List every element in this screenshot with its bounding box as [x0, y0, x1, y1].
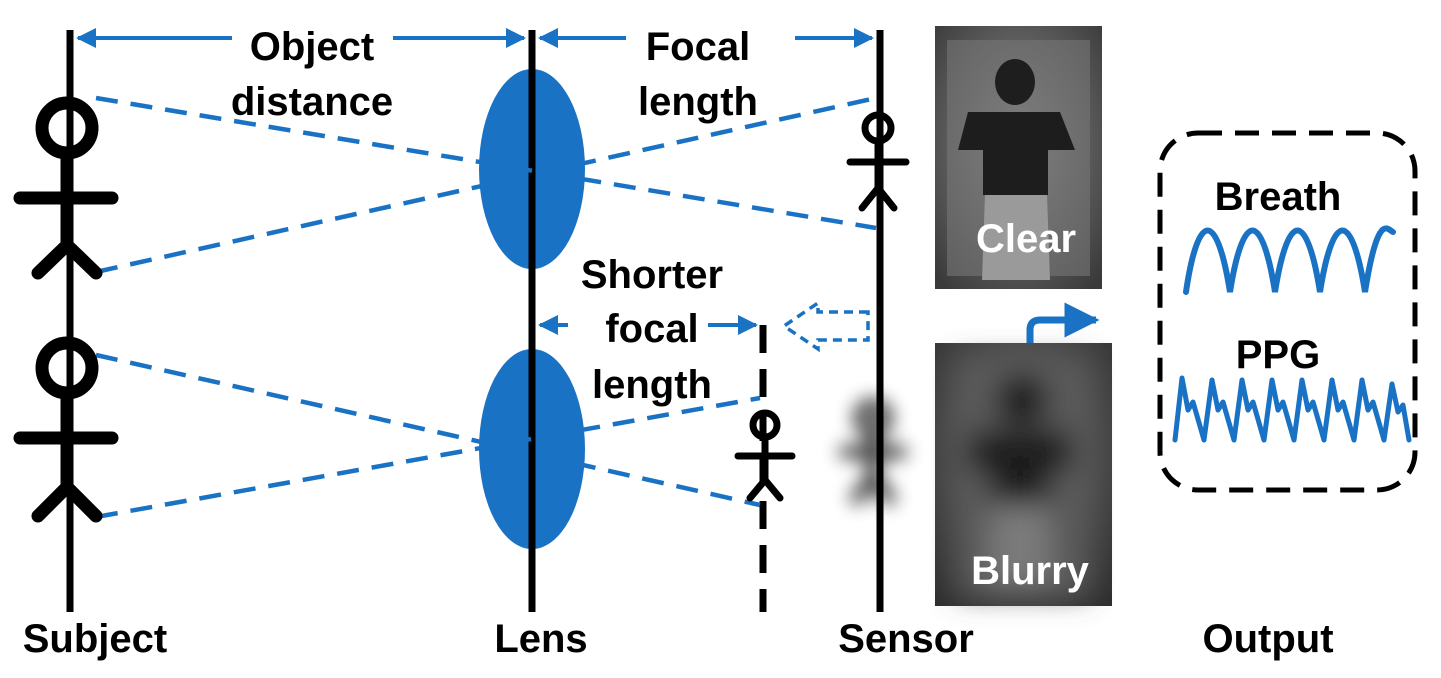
focal-length-label-line2: length: [638, 80, 758, 124]
lens-column-label: Lens: [494, 617, 587, 661]
dashed-arrow-icon: [780, 299, 870, 353]
sensor-figure-blurry-icon: [839, 398, 907, 505]
blurry-label: Blurry: [971, 549, 1090, 593]
output-box: [1157, 130, 1418, 493]
subject-figure-bottom-icon: [13, 336, 119, 523]
clear-label: Clear: [976, 217, 1076, 261]
focal-length-label-line1: Focal: [646, 25, 750, 69]
shorter-focal-label-line3: length: [592, 363, 712, 407]
output-arrow: [1026, 302, 1100, 343]
clear-image: [935, 26, 1102, 289]
breath-label: Breath: [1215, 175, 1342, 219]
subject-figure-top-icon: [13, 96, 119, 280]
rays-bottom: [95, 352, 761, 520]
object-distance-label-line1: Object: [250, 25, 374, 69]
object-distance-label-line2: distance: [231, 80, 393, 124]
output-column-label: Output: [1202, 617, 1333, 661]
shorter-figure-icon: [734, 409, 796, 502]
shorter-focal-label-line1: Shorter: [581, 253, 723, 297]
rays-top: [95, 95, 877, 275]
sensor-column-label: Sensor: [838, 617, 974, 661]
breath-waveform-icon: [1183, 225, 1396, 295]
shorter-focal-label-line2: focal: [605, 307, 698, 351]
ppg-label: PPG: [1236, 333, 1320, 377]
sensor-figure-clear-icon: [846, 111, 910, 212]
ppg-waveform-icon: [1172, 375, 1412, 443]
subject-column-label: Subject: [23, 617, 167, 661]
blurry-image: [935, 343, 1112, 606]
